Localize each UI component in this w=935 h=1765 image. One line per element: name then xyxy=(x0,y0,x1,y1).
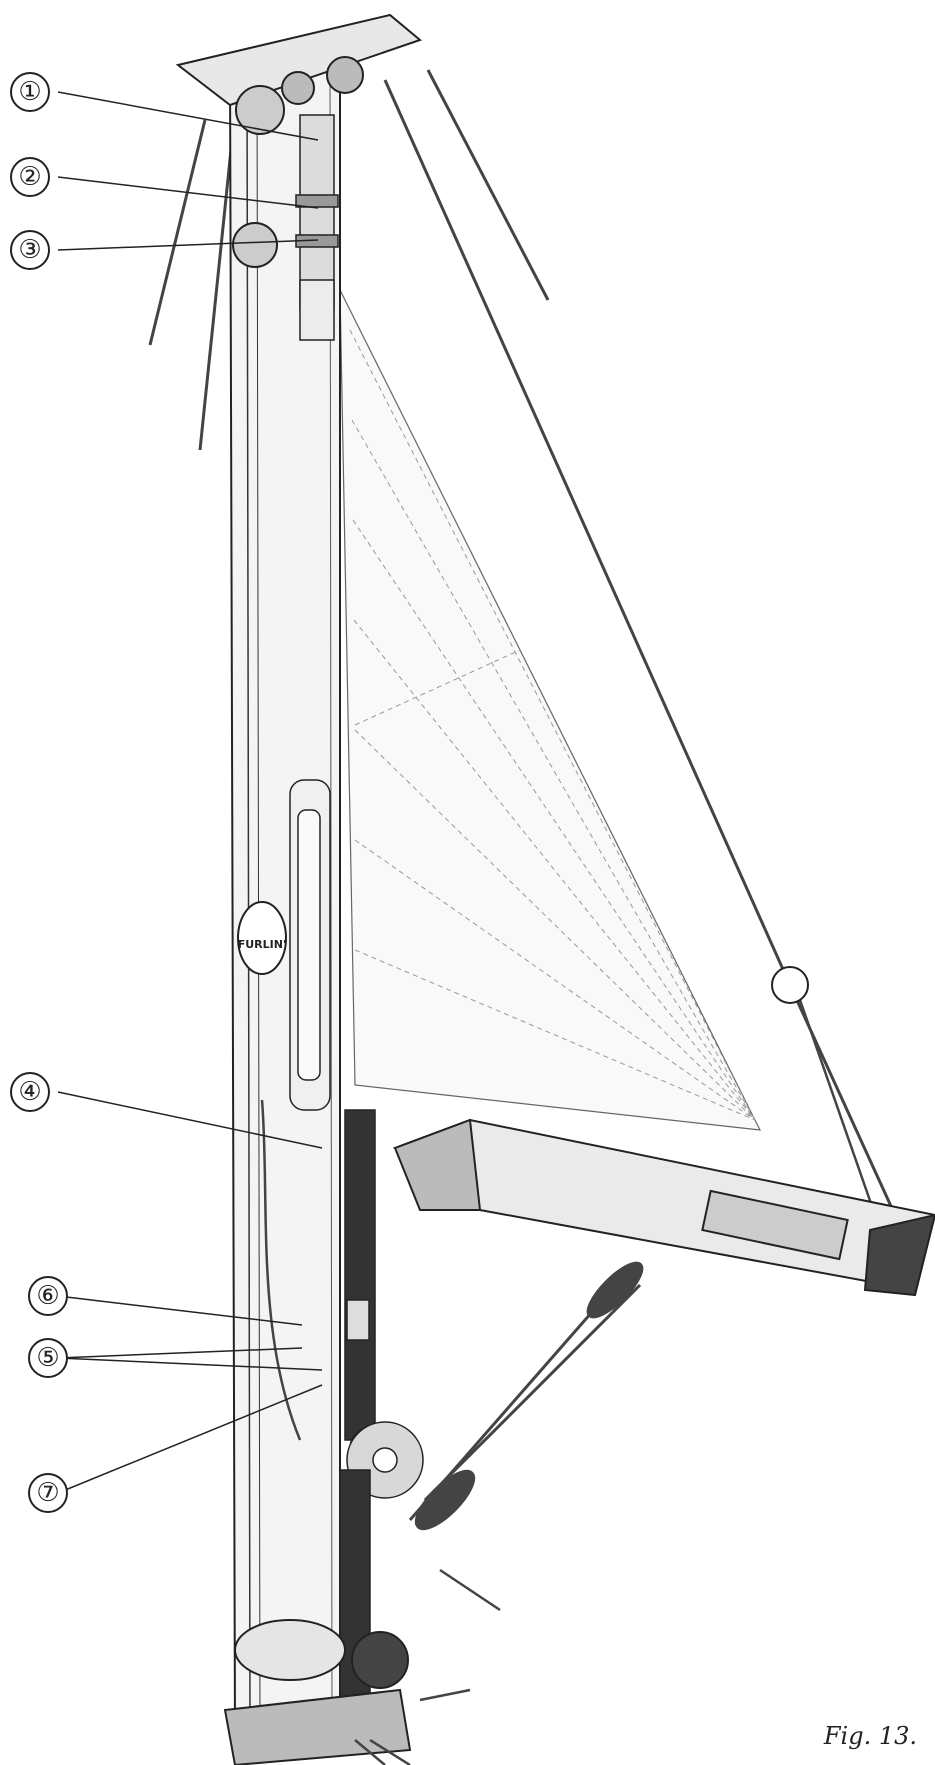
figure-caption: Fig. 13. xyxy=(823,1722,917,1750)
leader-line-1 xyxy=(57,91,319,141)
leader-line-2 xyxy=(57,176,319,209)
furling-extrusion xyxy=(289,779,331,1111)
leader-lines xyxy=(57,91,323,1494)
brand-badge: FURLIN' xyxy=(237,901,287,975)
sail xyxy=(339,289,762,1131)
leader-line-5b xyxy=(57,1357,323,1371)
boom-vang xyxy=(408,1261,644,1531)
backstay-wire xyxy=(383,79,792,986)
leader-line-4 xyxy=(57,1091,323,1149)
callout-3: ③ xyxy=(10,230,50,270)
leader-line-6 xyxy=(57,1295,303,1326)
callout-5: ⑤ xyxy=(28,1338,68,1378)
upper-furling-mechanism xyxy=(295,114,339,341)
callout-7: ⑦ xyxy=(28,1473,68,1513)
leader-line-7 xyxy=(57,1384,323,1494)
callout-6: ⑥ xyxy=(28,1276,68,1316)
boom xyxy=(392,966,935,1297)
callout-1: ① xyxy=(10,72,50,112)
gearbox-column xyxy=(339,1109,424,1721)
sail-battens xyxy=(349,329,756,1121)
leader-line-3 xyxy=(57,239,319,251)
leader-line-5a xyxy=(57,1347,303,1359)
callout-2: ② xyxy=(10,157,50,197)
callout-4: ④ xyxy=(10,1072,50,1112)
brand-badge-text: FURLIN' xyxy=(238,938,287,951)
masthead xyxy=(175,13,423,268)
top-shrouds xyxy=(148,69,550,451)
lines-at-base xyxy=(260,1099,501,1765)
